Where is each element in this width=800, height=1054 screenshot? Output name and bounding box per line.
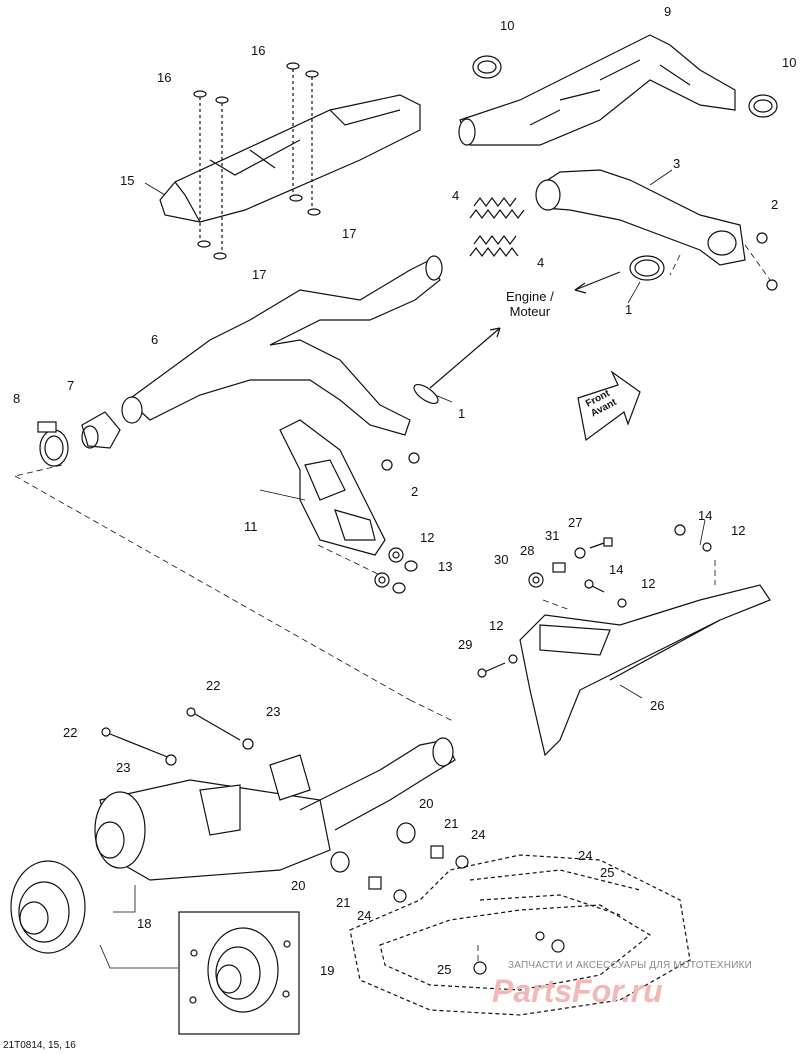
callout-12: 12	[489, 618, 503, 633]
callout-20: 20	[419, 796, 433, 811]
tuned-pipe-9	[458, 34, 736, 146]
callout-9: 9	[664, 4, 671, 19]
callout-22: 22	[206, 678, 220, 693]
callout-14: 14	[698, 508, 712, 523]
engine-label-line1: Engine /	[506, 289, 554, 304]
gasket-1	[413, 255, 665, 405]
engine-arrows	[429, 271, 621, 389]
callout-6: 6	[151, 332, 158, 347]
callout-31: 31	[545, 528, 559, 543]
callout-30: 30	[494, 552, 508, 567]
callout-23: 23	[266, 704, 280, 719]
callout-16: 16	[251, 43, 265, 58]
callout-15: 15	[120, 173, 134, 188]
callout-7: 7	[67, 378, 74, 393]
callout-25: 25	[600, 865, 614, 880]
callout-4: 4	[452, 188, 459, 203]
frame-outline	[349, 854, 691, 1016]
callout-8: 8	[13, 391, 20, 406]
springs-4	[469, 197, 525, 257]
callout-25: 25	[437, 962, 451, 977]
sleeve-7-clamp-8	[37, 411, 121, 467]
callout-19: 19	[320, 963, 334, 978]
callout-17: 17	[342, 226, 356, 241]
front-arrow	[577, 370, 641, 442]
fasteners-16-17	[193, 62, 321, 260]
callout-2: 2	[771, 197, 778, 212]
callout-24: 24	[471, 827, 485, 842]
shield-11	[279, 419, 386, 556]
callout-1: 1	[458, 406, 465, 421]
callout-28: 28	[520, 543, 534, 558]
callout-24: 24	[578, 848, 592, 863]
callout-13: 13	[438, 559, 452, 574]
callout-1: 1	[625, 302, 632, 317]
leader-lines	[14, 169, 771, 969]
callout-29: 29	[458, 637, 472, 652]
callout-21: 21	[336, 895, 350, 910]
figure-code: 21T0814, 15, 16	[3, 1040, 76, 1051]
callout-18: 18	[137, 916, 151, 931]
callout-16: 16	[157, 70, 171, 85]
callout-10: 10	[500, 18, 514, 33]
callout-2: 2	[411, 484, 418, 499]
hardware-27-31	[477, 524, 712, 678]
callout-22: 22	[63, 725, 77, 740]
callout-23: 23	[116, 760, 130, 775]
bushings-20-21-24	[330, 822, 469, 903]
end-cap-19	[189, 927, 291, 1013]
bolts-22-23	[101, 707, 254, 766]
callout-26: 26	[650, 698, 664, 713]
watermark-logo: PartsFor.ru	[492, 973, 663, 1009]
heat-shield-15	[159, 94, 421, 223]
watermark-logo-text: PartsFor.ru	[492, 973, 663, 1009]
callout-12: 12	[420, 530, 434, 545]
callout-numbers: 1 1 2 2 3 4 4 6 7 8 9 10 10 11 12 12 12 …	[13, 4, 796, 978]
callout-12: 12	[731, 523, 745, 538]
callout-3: 3	[673, 156, 680, 171]
callout-24: 24	[357, 908, 371, 923]
callout-10: 10	[782, 55, 796, 70]
engine-label: Engine / Moteur	[506, 289, 554, 319]
callout-20: 20	[291, 878, 305, 893]
engine-label-line2: Moteur	[509, 304, 551, 319]
callout-14: 14	[609, 562, 623, 577]
nuts-25	[473, 931, 565, 975]
callout-17: 17	[252, 267, 266, 282]
callout-21: 21	[444, 816, 458, 831]
muffler-18	[94, 737, 456, 881]
clamp-10	[472, 55, 778, 118]
washers-12-13	[374, 547, 418, 594]
rear-heat-shield-26	[519, 584, 771, 757]
nuts-2	[381, 232, 778, 471]
callout-12: 12	[641, 576, 655, 591]
watermark-tagline: ЗАПЧАСТИ И АКСЕССУАРЫ ДЛЯ МОТОТЕХНИКИ	[508, 960, 753, 971]
callout-11: 11	[244, 519, 258, 534]
y-pipe-6	[121, 255, 443, 436]
callout-4: 4	[537, 255, 544, 270]
exhaust-manifold-3	[535, 169, 746, 266]
callout-27: 27	[568, 515, 582, 530]
end-cap-18	[10, 860, 86, 954]
